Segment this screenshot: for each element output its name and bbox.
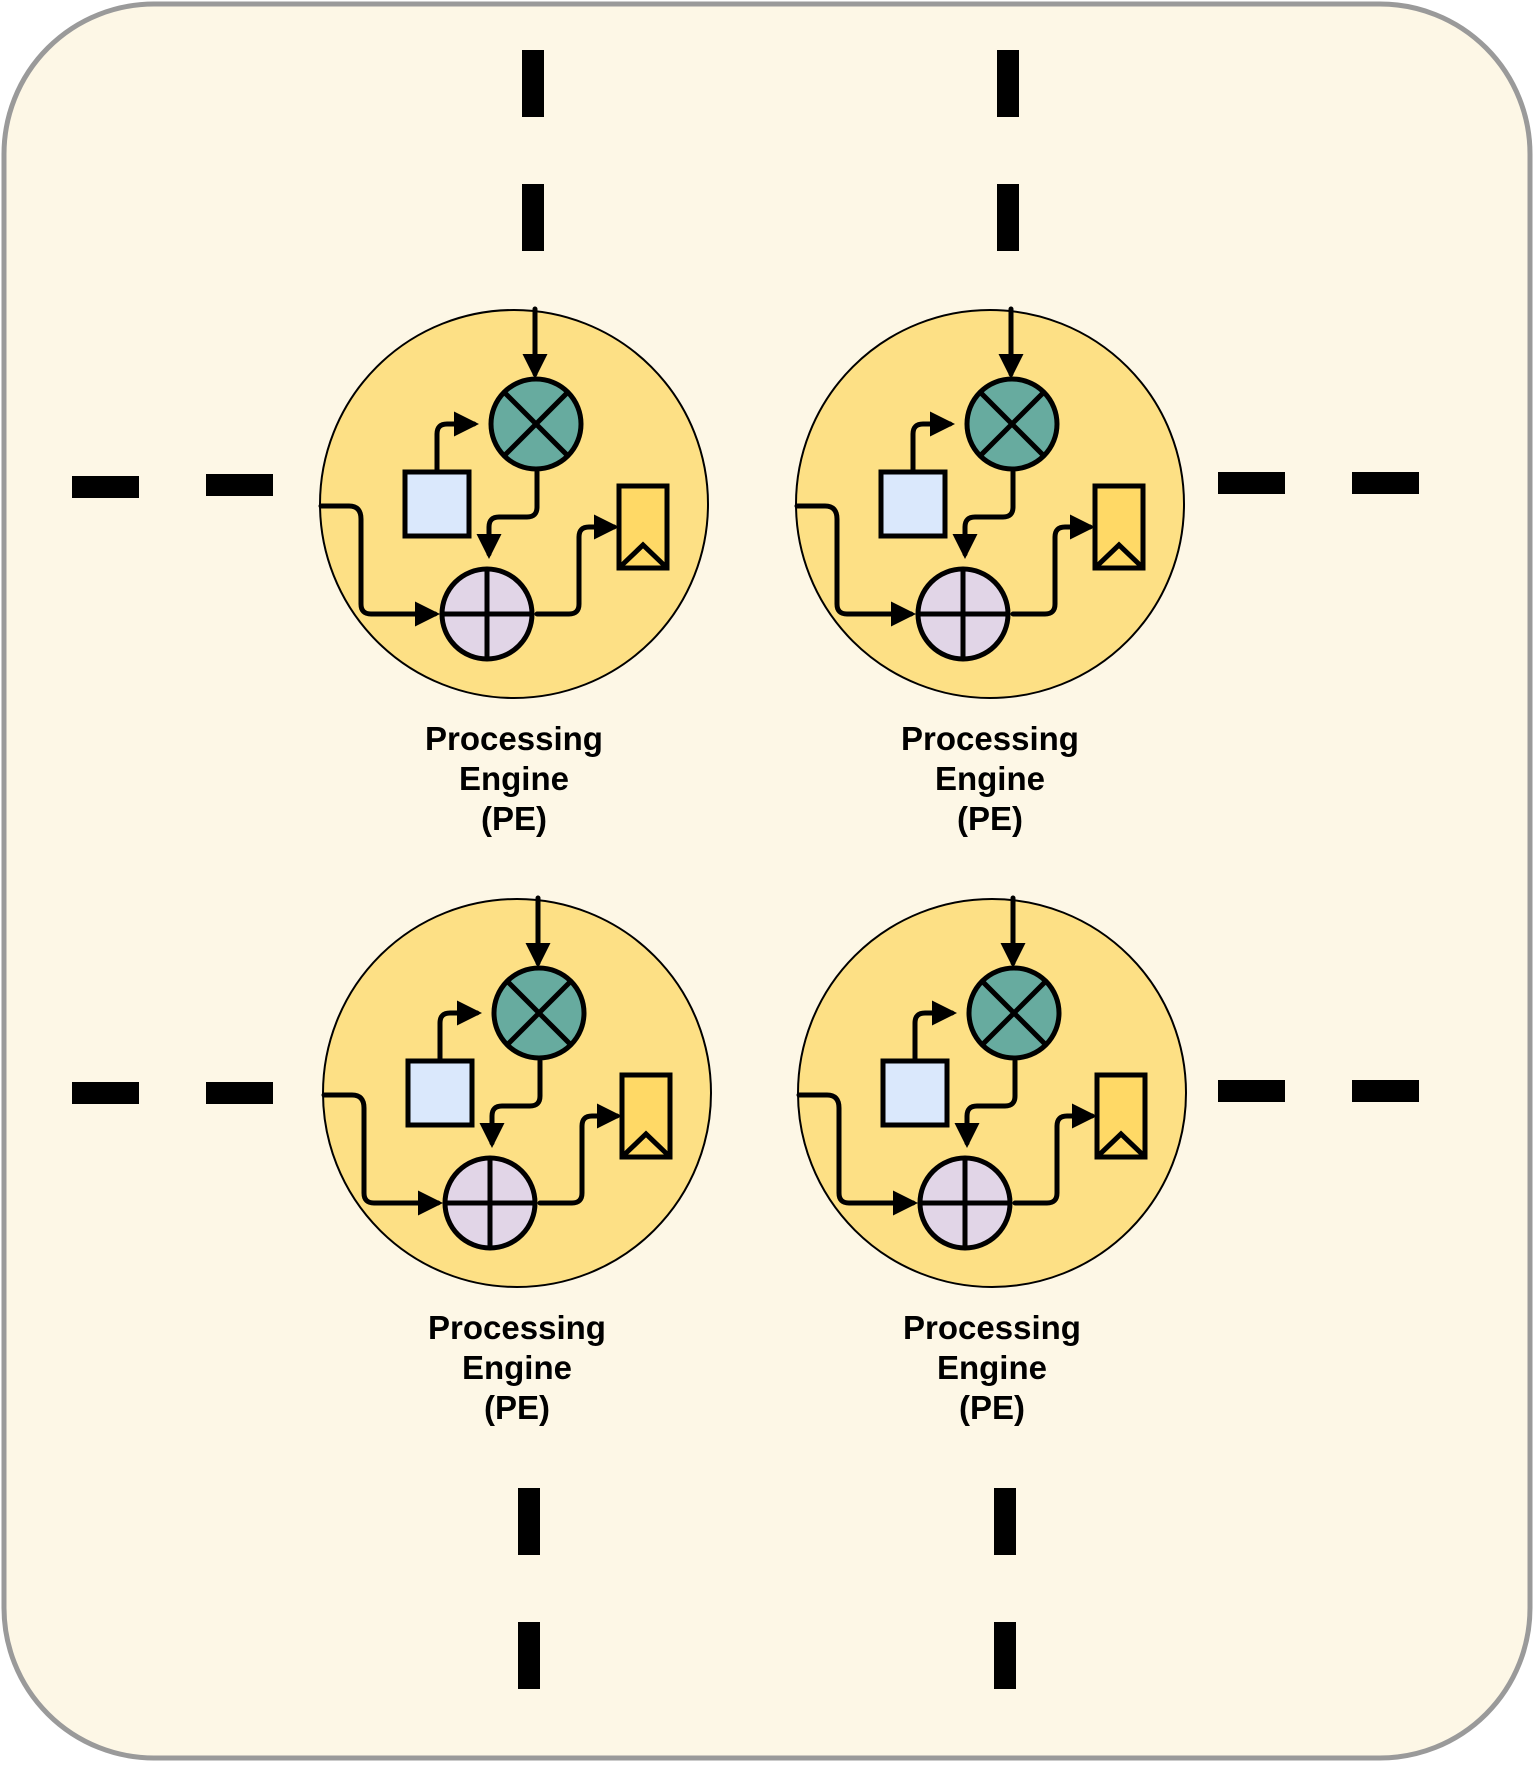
square-register-icon bbox=[878, 469, 948, 539]
pe-label-line: Processing bbox=[903, 1309, 1081, 1346]
interconnect-right-top-dash-1 bbox=[1218, 472, 1285, 494]
wire-multiplier-to-adder bbox=[952, 469, 1016, 559]
bookmark-output-icon bbox=[1094, 1072, 1148, 1160]
interconnect-right-bottom-dash-1 bbox=[1218, 1080, 1285, 1102]
pe-label-line: (PE) bbox=[957, 800, 1023, 837]
wire-adder-to-output bbox=[537, 1103, 622, 1206]
wire-multiplier-to-adder bbox=[479, 1058, 543, 1148]
pe-label-line: Engine bbox=[462, 1349, 572, 1386]
plus-circle-icon bbox=[915, 566, 1011, 662]
plus-circle-icon bbox=[439, 566, 535, 662]
interconnect-top-left-dash-1 bbox=[522, 50, 544, 117]
pe-label-line: (PE) bbox=[959, 1389, 1025, 1426]
wire-activation-input bbox=[796, 1092, 918, 1216]
wire-register-to-multiplier bbox=[437, 1000, 482, 1062]
wire-activation-input bbox=[318, 503, 440, 627]
interconnect-left-bottom-dash-2 bbox=[206, 1082, 273, 1104]
square-register-icon bbox=[880, 1058, 950, 1128]
wire-activation-input bbox=[794, 503, 916, 627]
interconnect-top-left-dash-2 bbox=[522, 184, 544, 251]
interconnect-right-bottom-dash-2 bbox=[1352, 1080, 1419, 1102]
interconnect-left-bottom-dash-1 bbox=[72, 1082, 139, 1104]
plus-circle-icon bbox=[917, 1155, 1013, 1251]
interconnect-bottom-left-dash-2 bbox=[518, 1622, 540, 1689]
wire-adder-to-output bbox=[1010, 514, 1095, 617]
wire-register-to-multiplier bbox=[910, 411, 955, 473]
wire-multiplier-to-adder bbox=[476, 469, 540, 559]
interconnect-left-top-dash-1 bbox=[72, 476, 139, 498]
pe-label-line: (PE) bbox=[484, 1389, 550, 1426]
pe-label-line: Engine bbox=[459, 760, 569, 797]
pe-label-line: Engine bbox=[937, 1349, 1047, 1386]
bookmark-output-icon bbox=[1092, 483, 1146, 571]
pe-label-line: Processing bbox=[901, 720, 1079, 757]
interconnect-left-top-dash-2 bbox=[206, 474, 273, 496]
interconnect-top-right-dash-1 bbox=[997, 50, 1019, 117]
pe-label-line: Processing bbox=[428, 1309, 606, 1346]
multiply-circle-icon bbox=[966, 965, 1062, 1061]
square-register-icon bbox=[405, 1058, 475, 1128]
interconnect-top-right-dash-2 bbox=[997, 184, 1019, 251]
bookmark-output-icon bbox=[616, 483, 670, 571]
wire-multiplier-to-adder bbox=[954, 1058, 1018, 1148]
interconnect-bottom-right-dash-2 bbox=[994, 1622, 1016, 1689]
multiply-circle-icon bbox=[964, 376, 1060, 472]
pe-label-line: Engine bbox=[935, 760, 1045, 797]
interconnects bbox=[72, 50, 1419, 1689]
wire-register-to-multiplier bbox=[912, 1000, 957, 1062]
interconnect-bottom-right-dash-1 bbox=[994, 1488, 1016, 1555]
wire-adder-to-output bbox=[534, 514, 619, 617]
interconnect-right-top-dash-2 bbox=[1352, 472, 1419, 494]
wire-adder-to-output bbox=[1012, 1103, 1097, 1206]
pe-label-line: (PE) bbox=[481, 800, 547, 837]
multiply-circle-icon bbox=[488, 376, 584, 472]
plus-circle-icon bbox=[442, 1155, 538, 1251]
wire-register-to-multiplier bbox=[434, 411, 479, 473]
wire-activation-input bbox=[321, 1092, 443, 1216]
interconnect-bottom-left-dash-1 bbox=[518, 1488, 540, 1555]
multiply-circle-icon bbox=[491, 965, 587, 1061]
pe-label-line: Processing bbox=[425, 720, 603, 757]
square-register-icon bbox=[402, 469, 472, 539]
bookmark-output-icon bbox=[619, 1072, 673, 1160]
